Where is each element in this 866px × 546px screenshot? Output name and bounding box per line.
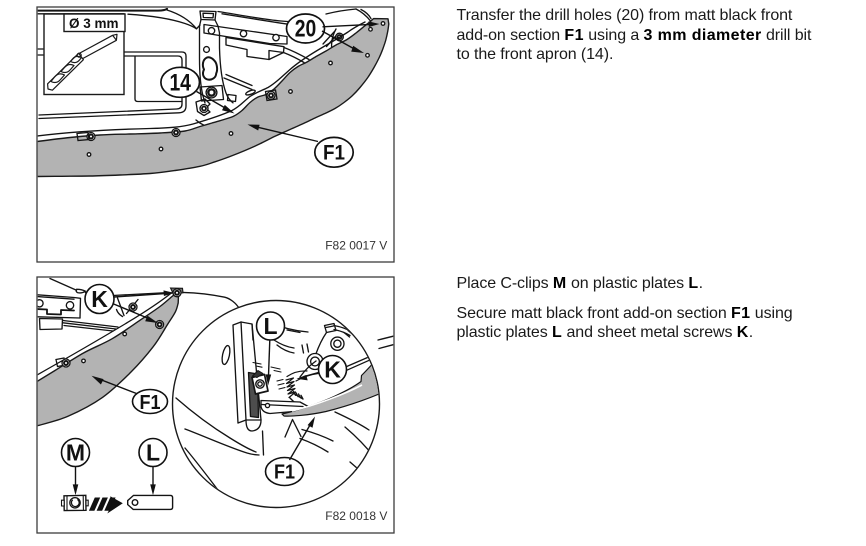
svg-text:L: L <box>263 313 277 339</box>
svg-text:Ø 3 mm: Ø 3 mm <box>69 16 119 31</box>
svg-text:L: L <box>146 439 160 465</box>
svg-text:K: K <box>91 286 108 312</box>
svg-text:M: M <box>66 439 85 465</box>
svg-text:20: 20 <box>295 16 317 43</box>
svg-text:F1: F1 <box>274 462 295 484</box>
svg-text:F1: F1 <box>140 392 161 414</box>
svg-text:14: 14 <box>169 70 191 97</box>
svg-text:F1: F1 <box>323 142 345 165</box>
svg-text:F82 0017 V: F82 0017 V <box>325 239 387 253</box>
svg-text:F82 0018 V: F82 0018 V <box>325 509 387 523</box>
svg-text:K: K <box>324 356 341 382</box>
